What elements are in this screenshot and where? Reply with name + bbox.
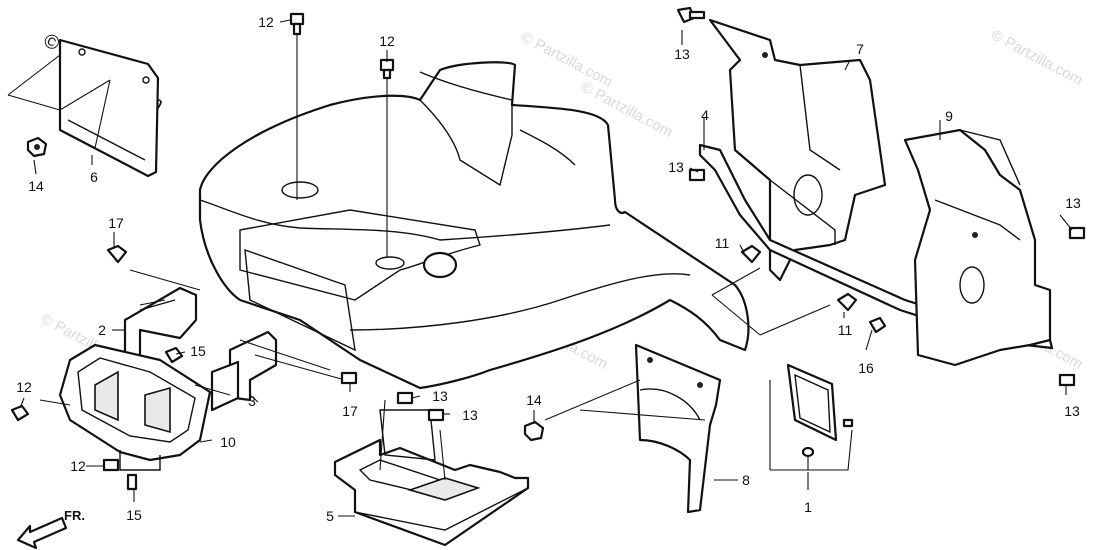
part-3-bracket[interactable] xyxy=(210,330,278,412)
part-12-bolt[interactable] xyxy=(102,458,120,472)
callout-13: 13 xyxy=(1064,403,1080,419)
direction-label: FR. xyxy=(64,508,85,523)
part-4-stay[interactable] xyxy=(698,143,1054,350)
callout-13: 13 xyxy=(674,46,690,62)
part-12-bolt[interactable] xyxy=(10,404,30,422)
watermark: © Partzilla.com xyxy=(518,29,615,91)
leader-14b xyxy=(544,379,706,421)
callout-6: 6 xyxy=(90,169,98,185)
part-front-fender[interactable] xyxy=(198,61,750,390)
callout-5: 5 xyxy=(326,508,334,524)
callout-15: 15 xyxy=(190,343,206,359)
callout-11: 11 xyxy=(838,322,853,338)
callout-13: 13 xyxy=(1065,195,1081,211)
callout-16: 16 xyxy=(858,360,874,376)
callout-1: 1 xyxy=(804,499,812,515)
leader-6 xyxy=(7,54,111,149)
callout-8: 8 xyxy=(742,472,750,488)
callout-9: 9 xyxy=(945,108,953,124)
part-9-side-panel[interactable] xyxy=(903,128,1052,367)
part-13-bolt[interactable] xyxy=(1058,373,1076,387)
part-7-inner-fender[interactable] xyxy=(708,18,887,282)
callout-4: 4 xyxy=(701,107,709,123)
callout-12: 12 xyxy=(70,458,86,474)
part-6-mud-flap[interactable] xyxy=(58,38,160,178)
part-1-plate[interactable] xyxy=(786,363,854,458)
part-11-bolt[interactable] xyxy=(740,244,762,264)
callout-12: 12 xyxy=(379,33,395,49)
part-13-bolt[interactable] xyxy=(676,6,706,24)
callout-12: 12 xyxy=(16,379,32,395)
leader-3 xyxy=(239,339,346,381)
callout-13: 13 xyxy=(462,407,478,423)
part-15-bolt[interactable] xyxy=(164,346,184,364)
watermark: © Partzilla.com xyxy=(988,27,1085,89)
leader-5 xyxy=(379,399,446,481)
part-13-bolt[interactable] xyxy=(1068,226,1086,240)
callout-13: 13 xyxy=(432,388,448,404)
part-13-bolt[interactable] xyxy=(688,168,706,182)
part-11-bolt[interactable] xyxy=(836,292,858,312)
part-2-bracket[interactable] xyxy=(123,286,198,362)
callout-14: 14 xyxy=(526,392,542,408)
part-13-bolt[interactable] xyxy=(427,408,445,422)
callout-labels: 12 12 13 7 4 9 13 13 11 11 16 13 14 6 17… xyxy=(16,14,1081,524)
leader-1 xyxy=(769,380,853,471)
callout-2: 2 xyxy=(98,322,106,338)
callout-12: 12 xyxy=(258,14,274,30)
callout-leaders xyxy=(19,19,1073,517)
part-14-nut[interactable] xyxy=(26,136,48,158)
part-12-bolt[interactable] xyxy=(289,12,305,36)
callout-15: 15 xyxy=(126,507,142,523)
callout-14: 14 xyxy=(28,178,44,194)
part-5-tray[interactable] xyxy=(333,409,530,547)
part-17-bolt[interactable] xyxy=(340,371,358,385)
callout-3: 3 xyxy=(248,393,256,409)
callout-17: 17 xyxy=(342,403,358,419)
part-14-nut[interactable] xyxy=(523,420,545,442)
part-15-bolt[interactable] xyxy=(126,473,138,491)
part-17-bolt[interactable] xyxy=(106,244,128,264)
part-8-mud-flap[interactable] xyxy=(634,343,722,514)
leader-10 xyxy=(39,384,231,406)
part-16-bolt[interactable] xyxy=(868,316,887,334)
callout-7: 7 xyxy=(856,41,864,57)
front-direction-arrow: FR. xyxy=(16,508,85,550)
callout-11: 11 xyxy=(715,235,730,251)
leader-17a xyxy=(129,269,201,306)
part-10-headlight-housing[interactable] xyxy=(58,343,212,471)
callout-10: 10 xyxy=(220,434,236,450)
callout-13: 13 xyxy=(668,159,684,175)
part-13-bolt[interactable] xyxy=(396,391,414,405)
callout-17: 17 xyxy=(108,215,124,231)
part-12-bolt[interactable] xyxy=(379,58,395,80)
leader-11 xyxy=(711,267,831,336)
